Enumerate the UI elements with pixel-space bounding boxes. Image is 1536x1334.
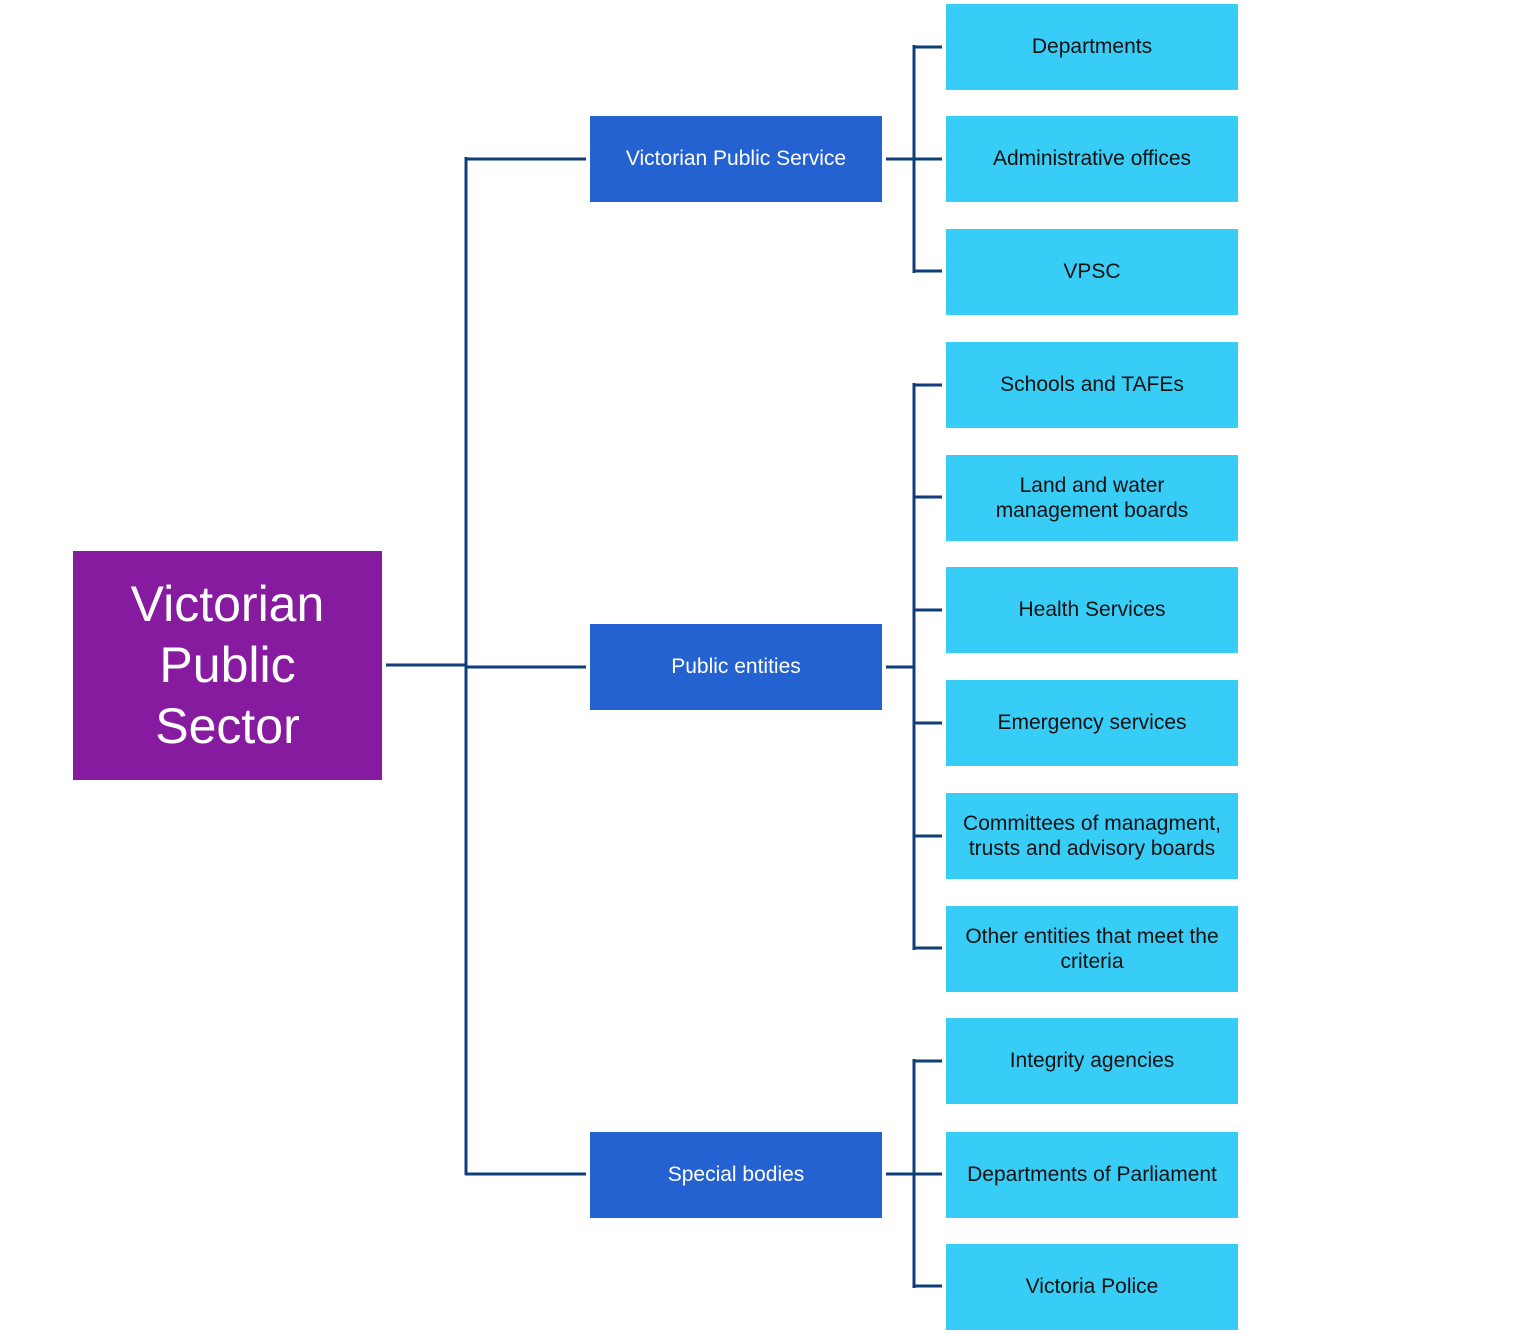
leaf-label: Health Services bbox=[1018, 598, 1166, 622]
category-label: Public entities bbox=[671, 655, 801, 679]
leaf-label: Integrity agencies bbox=[1009, 1049, 1175, 1073]
root-node-victorian-public-sector: Victorian Public Sector bbox=[73, 551, 382, 780]
root-label: Victorian Public Sector bbox=[130, 576, 325, 754]
leaf-node-other-entities: Other entities that meet the criteria bbox=[946, 906, 1238, 992]
leaf-node-vpsc: VPSC bbox=[946, 229, 1238, 315]
leaf-label: Departments of Parliament bbox=[967, 1163, 1217, 1187]
leaf-node-integrity-agencies: Integrity agencies bbox=[946, 1018, 1238, 1104]
leaf-label: Other entities that meet the criteria bbox=[965, 924, 1219, 973]
leaf-node-schools-and-tafes: Schools and TAFEs bbox=[946, 342, 1238, 428]
leaf-node-committees-of-management: Committees of managment, trusts and advi… bbox=[946, 793, 1238, 879]
leaf-node-administrative-offices: Administrative offices bbox=[946, 116, 1238, 202]
leaf-label: Committees of managment, trusts and advi… bbox=[963, 811, 1221, 860]
leaf-label: Administrative offices bbox=[992, 147, 1192, 171]
leaf-node-land-and-water-management-boards: Land and water management boards bbox=[946, 455, 1238, 541]
leaf-node-departments-of-parliament: Departments of Parliament bbox=[946, 1132, 1238, 1218]
leaf-node-departments: Departments bbox=[946, 4, 1238, 90]
leaf-node-victoria-police: Victoria Police bbox=[946, 1244, 1238, 1330]
category-node-special-bodies: Special bodies bbox=[590, 1132, 882, 1218]
leaf-label: Emergency services bbox=[997, 711, 1187, 735]
category-node-victorian-public-service: Victorian Public Service bbox=[590, 116, 882, 202]
leaf-label: Schools and TAFEs bbox=[1000, 373, 1184, 397]
leaf-label: VPSC bbox=[1063, 260, 1121, 284]
category-node-public-entities: Public entities bbox=[590, 624, 882, 710]
leaf-label: Departments bbox=[1031, 35, 1153, 59]
leaf-node-emergency-services: Emergency services bbox=[946, 680, 1238, 766]
category-label: Special bodies bbox=[667, 1163, 805, 1187]
leaf-label: Victoria Police bbox=[1025, 1275, 1159, 1299]
category-label: Victorian Public Service bbox=[625, 147, 847, 171]
leaf-node-health-services: Health Services bbox=[946, 567, 1238, 653]
leaf-label: Land and water management boards bbox=[995, 473, 1189, 522]
